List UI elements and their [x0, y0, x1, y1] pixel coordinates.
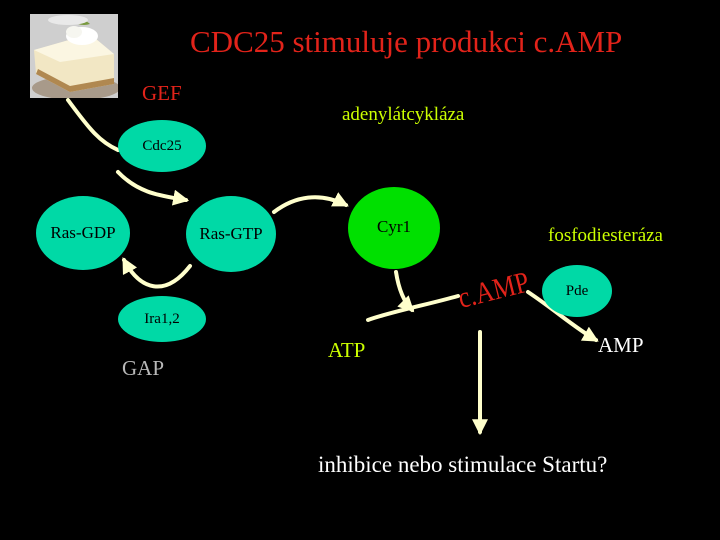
ira-node: Ira1,2: [118, 296, 206, 342]
adenylate-cyclase-label: adenylátcykláza: [342, 104, 465, 125]
ras-gtp-label: Ras-GTP: [199, 224, 263, 243]
gef-label: GEF: [142, 81, 182, 105]
cyr1-label: Cyr1: [377, 217, 411, 236]
pde-label: Pde: [565, 282, 589, 299]
ras-gtp-node: Ras-GTP: [186, 196, 276, 272]
gdp-to-gtp-arrow: [116, 170, 190, 206]
cheesecake-image: [30, 14, 118, 98]
amp-label: AMP: [598, 333, 644, 357]
atp-label: ATP: [328, 338, 366, 362]
cyr1-node: Cyr1: [348, 187, 440, 269]
atp-to-camp-arrow: [366, 294, 460, 322]
ira-label: Ira1,2: [144, 310, 180, 327]
slide-title: CDC25 stimuluje produkci c.AMP: [190, 24, 623, 59]
start-question: inhibice nebo stimulace Startu?: [318, 452, 608, 477]
cyr1-to-camp-arrow: [394, 270, 415, 313]
phosphodiesterase-label: fosfodiesteráza: [548, 225, 663, 246]
camp-to-amp-arrow: [526, 290, 599, 342]
ras-gdp-node: Ras-GDP: [36, 196, 130, 270]
gtp-to-cyr1-arrow: [272, 192, 349, 214]
gef-to-cdc25-arrow: [66, 98, 120, 152]
cdc25-node: Cdc25: [118, 120, 206, 172]
cdc25-label: Cdc25: [142, 137, 182, 154]
gap-label: GAP: [122, 356, 165, 380]
pde-node: Pde: [542, 265, 612, 317]
gtp-to-gdp-arrow: [122, 257, 192, 289]
ras-gdp-label: Ras-GDP: [50, 223, 116, 242]
